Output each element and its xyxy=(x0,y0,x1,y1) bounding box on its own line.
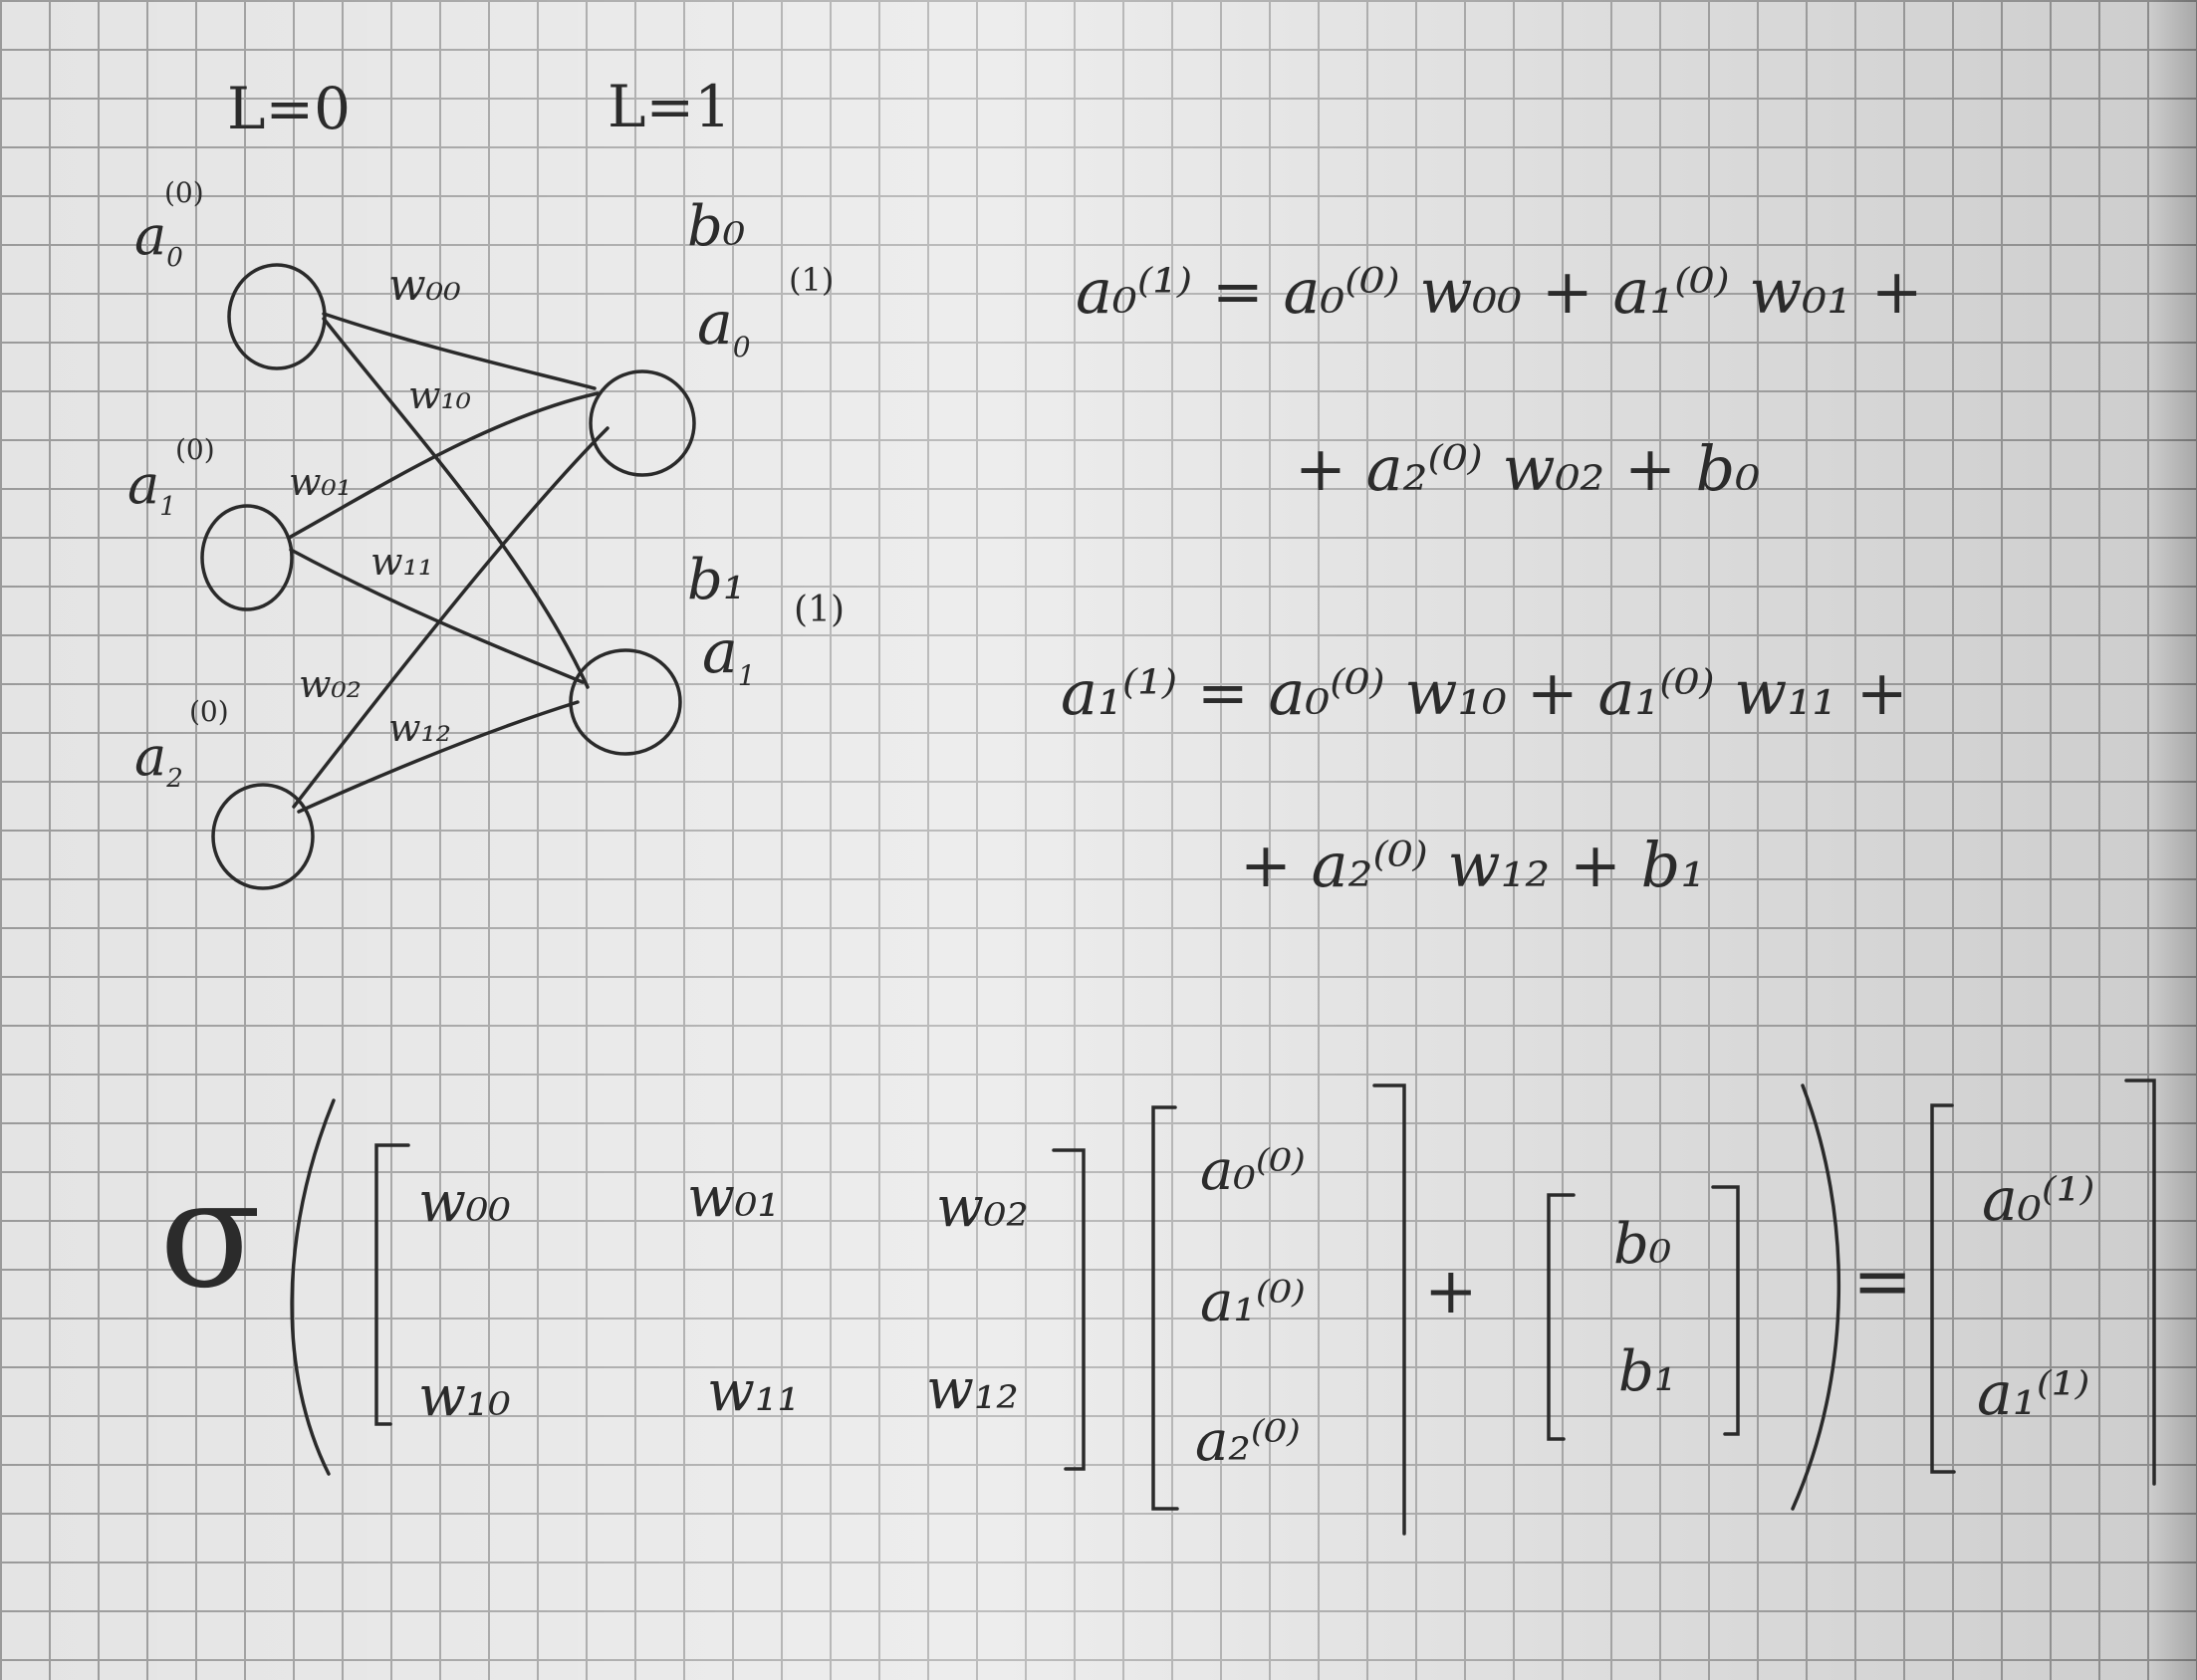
edge-w01 xyxy=(287,391,600,540)
bias-b0: b₀ xyxy=(687,194,746,259)
weight-cell-1-1: w₁₁ xyxy=(707,1359,800,1424)
edge-w10 xyxy=(322,317,590,689)
bias-vector-left-bracket xyxy=(1547,1193,1576,1441)
edge-w11 xyxy=(289,548,585,684)
bias-vector-right-bracket xyxy=(1711,1185,1740,1436)
weight-cell-0-2: w₀₂ xyxy=(936,1175,1029,1240)
output-vector-left-bracket xyxy=(1930,1103,1956,1474)
input-vector-left-bracket xyxy=(1151,1105,1179,1511)
hidden-node-1 xyxy=(569,648,682,756)
sigma-symbol: σ xyxy=(159,1148,262,1321)
input-node-1 xyxy=(200,504,294,611)
bias-b1: b₁ xyxy=(687,548,746,612)
node-label-a1-1: a1 (1) xyxy=(702,590,845,692)
input-vector-cell-0: a₀⁽⁰⁾ xyxy=(1200,1138,1306,1203)
layer-label-input: L=0 xyxy=(227,75,352,142)
edge-label-w12: w₁₂ xyxy=(388,706,451,750)
weight-cell-1-0: w₁₀ xyxy=(418,1364,511,1429)
input-vector-right-bracket xyxy=(1372,1083,1406,1536)
edge-label-w01: w₀₁ xyxy=(289,460,352,504)
bias-vector-cell-1: b₁ xyxy=(1618,1339,1677,1404)
input-vector-cell-2: a₂⁽⁰⁾ xyxy=(1195,1409,1301,1474)
input-node-0 xyxy=(227,263,327,370)
input-node-2 xyxy=(211,783,315,890)
edge-label-w02: w₀₂ xyxy=(299,662,362,706)
output-vector-cell-1: a₁⁽¹⁾ xyxy=(1977,1359,2090,1429)
weight-matrix-right-bracket xyxy=(1052,1148,1086,1471)
equation-a0-line1: a₀⁽¹⁾ = a₀⁽⁰⁾ w₀₀ + a₁⁽⁰⁾ w₀₁ + xyxy=(1076,255,1923,328)
node-label-a0-1: a0 (1) xyxy=(697,261,835,363)
input-vector-cell-1: a₁⁽⁰⁾ xyxy=(1200,1270,1306,1334)
node-label-a2-0: a2 (0) xyxy=(134,695,229,794)
edge-w02 xyxy=(292,426,610,809)
edge-label-w11: w₁₁ xyxy=(370,540,433,584)
edge-w12 xyxy=(297,700,580,814)
equals-sign: = xyxy=(1852,1239,1913,1322)
output-vector-right-bracket xyxy=(2124,1079,2156,1486)
output-vector-cell-0: a₀⁽¹⁾ xyxy=(1982,1165,2095,1235)
layer-label-hidden: L=1 xyxy=(608,73,732,140)
node-label-a0-0: a0 (0) xyxy=(134,176,204,273)
weight-cell-0-0: w₀₀ xyxy=(418,1170,511,1235)
sigma-open-paren xyxy=(290,1098,336,1476)
weight-cell-0-1: w₀₁ xyxy=(687,1165,780,1230)
equation-a1-line2: + a₂⁽⁰⁾ w₁₂ + b₁ xyxy=(1240,829,1706,901)
edge-label-w00: w₀₀ xyxy=(388,260,461,311)
weight-cell-1-2: w₁₂ xyxy=(926,1357,1019,1422)
plus-sign: + xyxy=(1424,1255,1478,1328)
sigma-close-paren xyxy=(1791,1083,1841,1511)
edge-label-w10: w₁₀ xyxy=(408,373,471,417)
hidden-node-0 xyxy=(589,369,696,477)
equation-a1-line1: a₁⁽¹⁾ = a₀⁽⁰⁾ w₁₀ + a₁⁽⁰⁾ w₁₁ + xyxy=(1061,656,1908,729)
node-label-a1-0: a1 (0) xyxy=(127,433,215,522)
bias-vector-cell-0: b₀ xyxy=(1613,1212,1672,1277)
edge-w00 xyxy=(322,312,597,390)
equation-a0-line2: + a₂⁽⁰⁾ w₀₂ + b₀ xyxy=(1295,432,1761,505)
weight-matrix-left-bracket xyxy=(374,1143,410,1426)
